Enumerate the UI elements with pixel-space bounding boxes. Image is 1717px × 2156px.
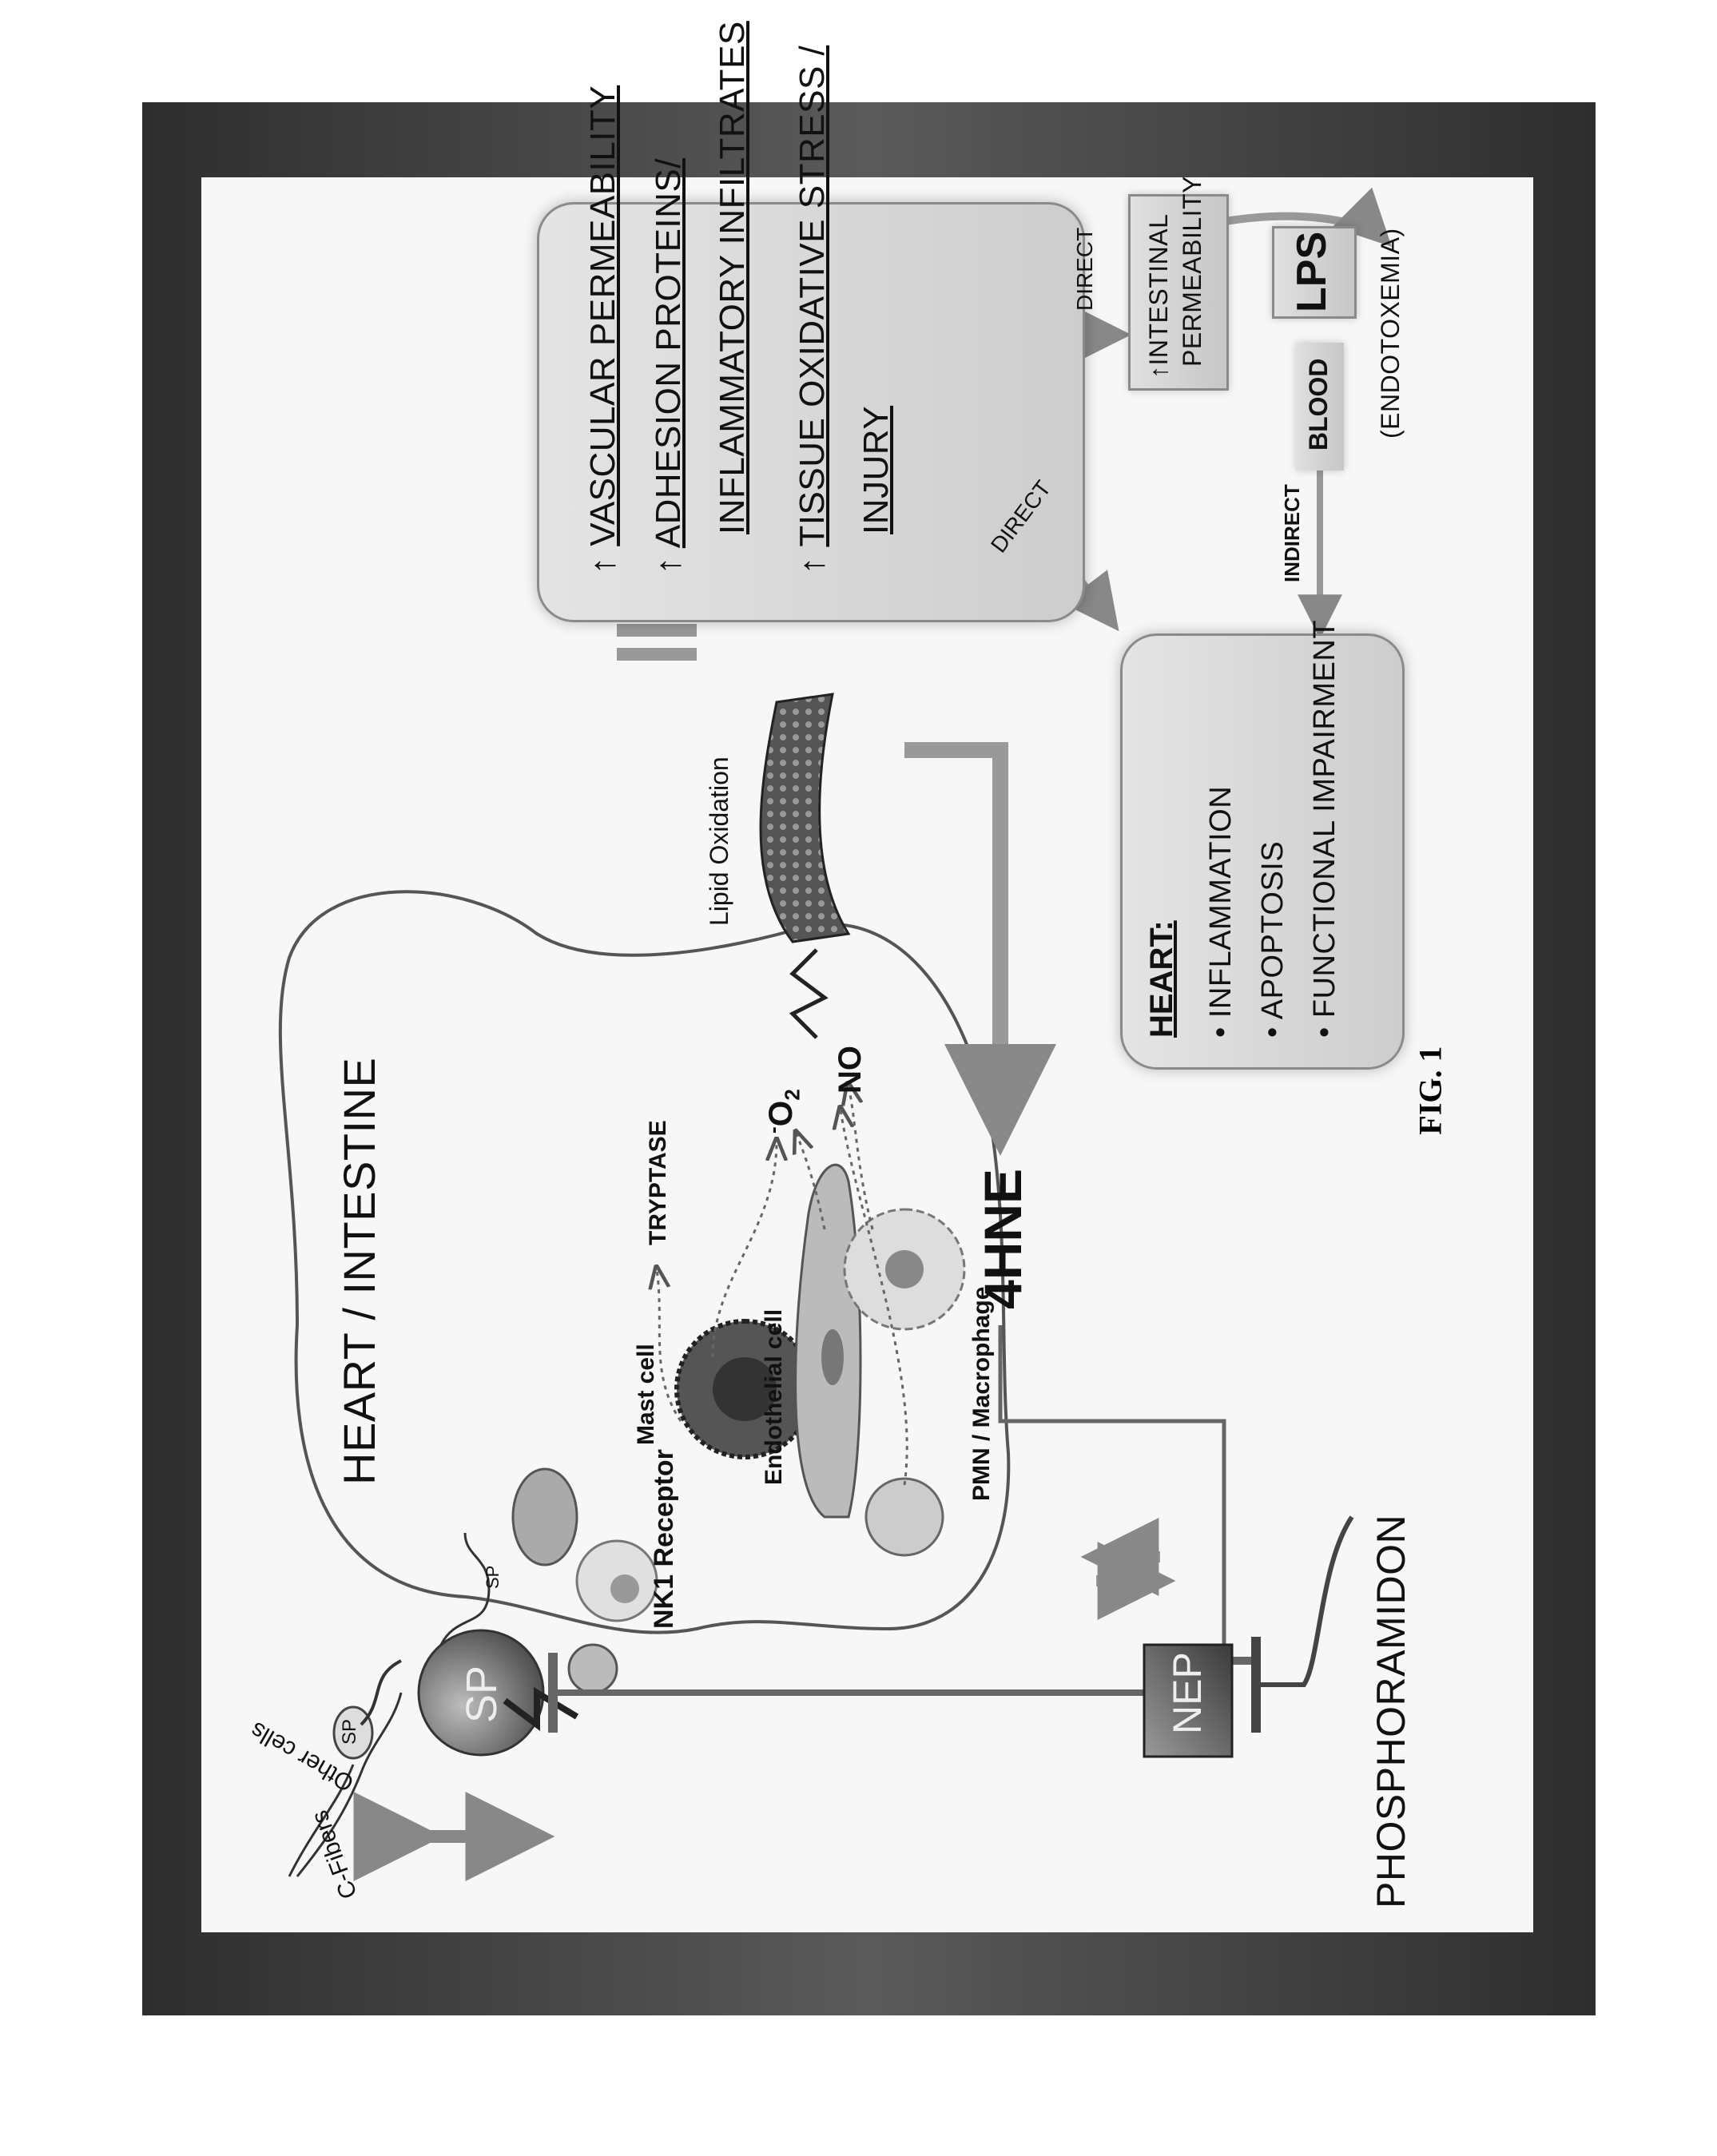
intestinal-line-1: ↑INTESTINAL (1144, 214, 1174, 379)
nk1-receptor (513, 1469, 577, 1565)
sp-small-label: SP (339, 1719, 361, 1745)
equals-sign (617, 630, 697, 654)
other-cell-2-nucleus (610, 1574, 639, 1603)
effects-up-arrow-3: ↑ (793, 557, 832, 575)
lipid-oxidation-label: Lipid Oxidation (705, 756, 734, 926)
mast-to-tryptase-arrow (657, 1269, 681, 1421)
diagram-canvas: HEART / INTESTINE C-Fibers SP Other cell… (201, 177, 1533, 1932)
mast-cell-label: Mast cell (633, 1344, 660, 1445)
lipid-to-4hne-arrow (904, 750, 1000, 1134)
effects-line-3: INFLAMMATORY INFILTRATES (713, 21, 753, 534)
phosphoramidon-line (1256, 1517, 1352, 1685)
region-title: HEART / INTESTINE (333, 1058, 385, 1485)
effects-up-arrow-2: ↑ (649, 557, 688, 575)
macrophage-nucleus (885, 1250, 924, 1288)
sp-receptor-tag: SP (483, 1566, 503, 1589)
endothelial-nucleus (821, 1329, 844, 1385)
nep-label: NEP (1164, 1652, 1210, 1734)
effects-text-2: ADHESION PROTEINS/ (649, 158, 688, 548)
effects-line-4: ↑ TISSUE OXIDATIVE STRESS / (793, 46, 833, 574)
o2-sub: 2 (780, 1089, 804, 1100)
pmn-cell (866, 1479, 943, 1555)
sp-to-nk1-squiggle (441, 1533, 489, 1645)
effects-line-5: INJURY (857, 406, 896, 534)
blood-label: BLOOD (1304, 358, 1333, 451)
hne-label: 4HNE (972, 1169, 1033, 1309)
no-label: NO (833, 1046, 868, 1094)
o2-super: - (761, 1126, 785, 1134)
heart-item-3: • FUNCTIONAL IMPAIRMENT (1308, 620, 1342, 1038)
effects-line-2: ↑ ADHESION PROTEINS/ (649, 158, 689, 574)
heart-box-title: HEART: (1144, 920, 1180, 1038)
pmn-macrophage-label: PMN / Macrophage (968, 1287, 996, 1501)
direct-label-2: DIRECT (1072, 228, 1098, 311)
effects-text-4: TISSUE OXIDATIVE STRESS / (793, 46, 832, 547)
phosphoramidon-label: PHOSPHORAMIDON (1368, 1515, 1414, 1908)
effects-line-1: ↑ VASCULAR PERMEABILITY (583, 85, 623, 574)
sp-squiggle (361, 1661, 401, 1725)
o2-main: O (761, 1101, 799, 1127)
figure-caption: FIG. 1 (1406, 1030, 1454, 1150)
intestinal-line-2: PERMEABILITY (1178, 176, 1207, 367)
effects-up-arrow-1: ↑ (583, 557, 622, 575)
endotoxemia-label: (ENDOTOXEMIA) (1376, 228, 1405, 439)
indirect-label: INDIRECT (1280, 484, 1305, 582)
4hne-to-nep-line (1000, 1325, 1224, 1645)
figure-caption-text: FIG. 1 (1412, 1046, 1449, 1134)
nk1-receptor-label: NK1 Receptor (649, 1449, 680, 1629)
sp-big-label: SP (457, 1666, 507, 1723)
heart-item-2: • APOPTOSIS (1256, 841, 1290, 1038)
lps-label: LPS (1288, 232, 1336, 312)
heart-item-1: • INFLAMMATION (1204, 786, 1238, 1038)
tryptase-label: TRYPTASE (645, 1120, 672, 1245)
o2-to-lipid-squiggle (793, 950, 825, 1038)
endothelial-cell-label: Endothelial cell (761, 1309, 788, 1485)
other-cell-1 (569, 1645, 617, 1693)
lipid-membrane (761, 694, 849, 942)
effects-text-1: VASCULAR PERMEABILITY (583, 85, 622, 546)
superoxide-label: -O2 (761, 1089, 805, 1134)
